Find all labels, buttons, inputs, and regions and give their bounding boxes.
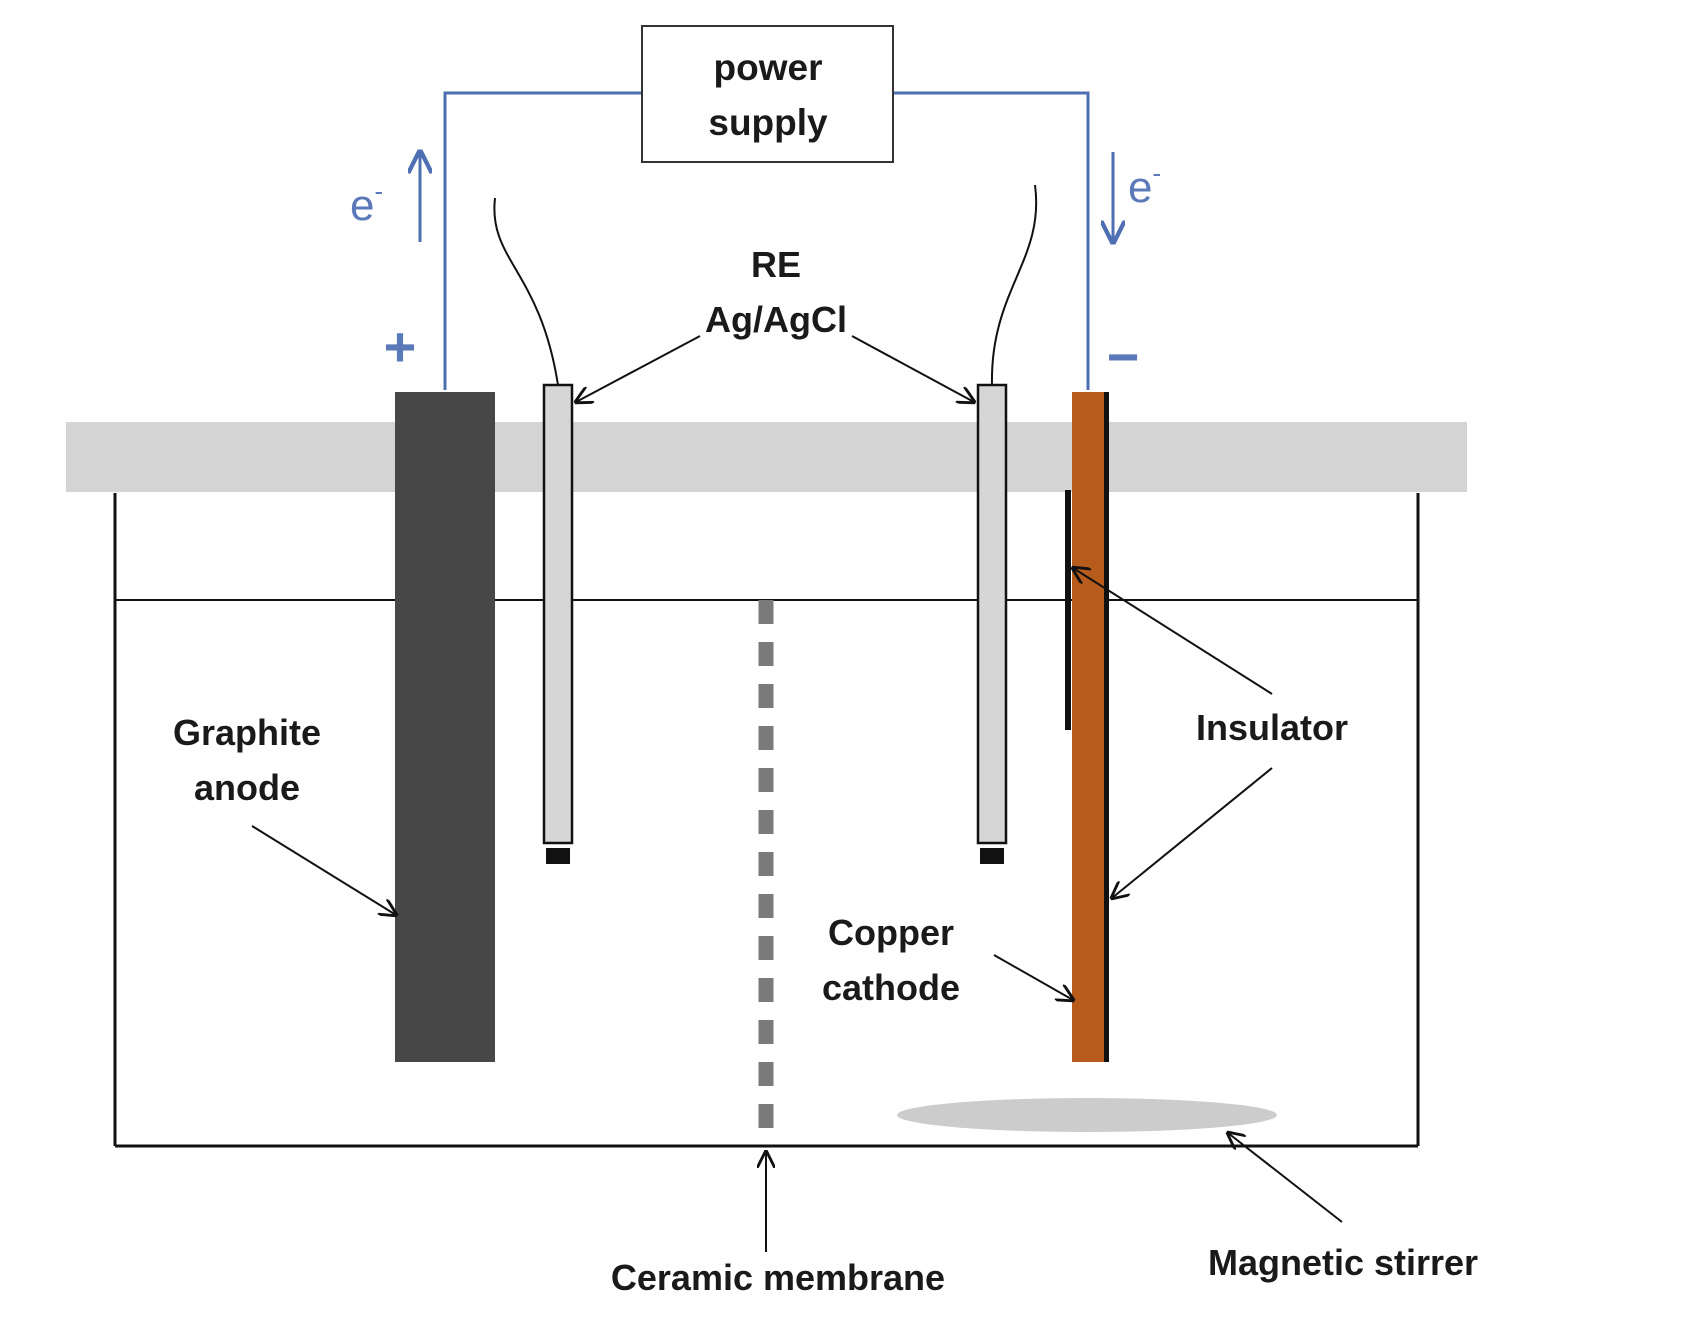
circuit-wire-left bbox=[443, 91, 642, 390]
anode-arrow bbox=[251, 825, 396, 915]
insulator-label: Insulator bbox=[1196, 707, 1348, 748]
cathode-label-line1: Copper bbox=[828, 912, 954, 953]
re-label-line2: Ag/AgCl bbox=[705, 299, 847, 340]
copper-cathode bbox=[1072, 392, 1109, 1062]
re-label-line1: RE bbox=[751, 244, 801, 285]
tank-lid bbox=[66, 422, 1467, 492]
circuit-wire-right bbox=[893, 91, 1090, 390]
insulator-arrow-upper bbox=[1073, 568, 1273, 695]
cathode-arrow bbox=[993, 954, 1073, 1000]
insulator-strip bbox=[1065, 490, 1071, 730]
re-arrow-left bbox=[576, 335, 701, 402]
power-supply-box bbox=[641, 25, 894, 163]
re-right-lead-wire bbox=[990, 184, 1038, 386]
cathode-label-line2: cathode bbox=[822, 967, 960, 1008]
electron-label-left: e- bbox=[350, 176, 383, 230]
anode-polarity-plus: + bbox=[384, 315, 417, 378]
anode-label-line1: Graphite bbox=[173, 712, 321, 753]
re-arrow-right bbox=[851, 335, 974, 402]
electron-label-right: e- bbox=[1128, 158, 1161, 212]
power-supply-label-line1: power bbox=[714, 47, 823, 88]
power-supply-label-line2: supply bbox=[708, 102, 828, 143]
membrane-label: Ceramic membrane bbox=[611, 1257, 945, 1298]
re-left-lead-wire bbox=[493, 197, 559, 386]
cathode-polarity-minus: − bbox=[1107, 325, 1140, 388]
anode-label-line2: anode bbox=[194, 767, 300, 808]
tank bbox=[113, 493, 1420, 1148]
stirrer-arrow bbox=[1228, 1133, 1343, 1223]
stirrer-label: Magnetic stirrer bbox=[1208, 1242, 1478, 1283]
graphite-anode bbox=[395, 392, 495, 1062]
reference-electrode-right bbox=[976, 383, 1008, 864]
reference-electrode-left bbox=[542, 383, 574, 864]
magnetic-stirrer bbox=[897, 1098, 1277, 1132]
insulator-arrow-lower bbox=[1112, 767, 1273, 898]
